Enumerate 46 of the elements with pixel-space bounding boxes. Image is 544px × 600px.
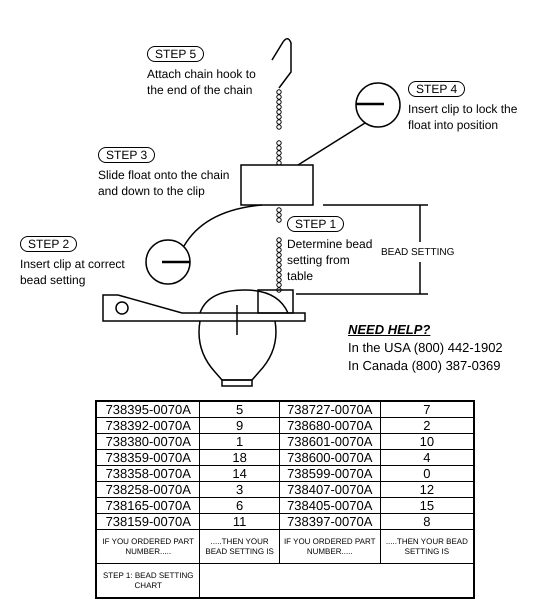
part-number: 738600-0070A bbox=[279, 450, 380, 466]
part-number: 738407-0070A bbox=[279, 482, 380, 498]
instruction-text: Attach chain hook to the end of the chain bbox=[147, 66, 257, 98]
part-number: 738392-0070A bbox=[96, 418, 200, 434]
step-heading: STEP 5 bbox=[147, 46, 204, 62]
step-heading: STEP 4 bbox=[408, 81, 466, 97]
bead-setting-value: 11 bbox=[200, 514, 280, 530]
instruction-text: Slide float onto the chain and down to the clip bbox=[98, 167, 230, 199]
bead-setting-value: 2 bbox=[380, 418, 474, 434]
bead-setting-value: 18 bbox=[200, 450, 280, 466]
bead-setting-value: 3 bbox=[200, 482, 280, 498]
part-number: 738358-0070A bbox=[96, 466, 200, 482]
instruction-text: Insert clip to lock the float into position bbox=[408, 101, 518, 133]
part-number: 738727-0070A bbox=[279, 401, 380, 418]
part-number: 738359-0070A bbox=[96, 450, 200, 466]
part-number: 738601-0070A bbox=[279, 434, 380, 450]
part-number: 738405-0070A bbox=[279, 498, 380, 514]
dimension-label: BEAD SETTING bbox=[381, 246, 454, 260]
part-number: 738159-0070A bbox=[96, 514, 200, 530]
bead-setting-value: 14 bbox=[200, 466, 280, 482]
bead-setting-value: 6 bbox=[200, 498, 280, 514]
bead-setting-value: 12 bbox=[380, 482, 474, 498]
column-header: IF YOU ORDERED PART NUMBER..... bbox=[279, 530, 380, 564]
column-header: IF YOU ORDERED PART NUMBER..... bbox=[96, 530, 200, 564]
part-number: 738165-0070A bbox=[96, 498, 200, 514]
phone-number: In the USA (800) 442-1902 bbox=[348, 340, 503, 356]
bead-setting-value: 1 bbox=[200, 434, 280, 450]
instruction-text: Insert clip at correct bead setting bbox=[20, 256, 126, 288]
column-header: .....THEN YOUR BEAD SETTING IS bbox=[200, 530, 280, 564]
part-number: 738395-0070A bbox=[96, 401, 200, 418]
phone-number: In Canada (800) 387-0369 bbox=[348, 358, 501, 374]
bead-setting-value: 0 bbox=[380, 466, 474, 482]
bead-setting-value: 5 bbox=[200, 401, 280, 418]
part-number: 738680-0070A bbox=[279, 418, 380, 434]
step-heading: STEP 2 bbox=[20, 236, 78, 252]
help-heading: NEED HELP? bbox=[348, 322, 430, 338]
part-number: 738397-0070A bbox=[279, 514, 380, 530]
part-number: 738258-0070A bbox=[96, 482, 200, 498]
bead-setting-value: 9 bbox=[200, 418, 280, 434]
bead-setting-value: 8 bbox=[380, 514, 474, 530]
step-heading: STEP 3 bbox=[98, 147, 156, 163]
instruction-text: Determine bead setting from table bbox=[287, 236, 374, 284]
step-heading: STEP 1 bbox=[287, 216, 344, 232]
part-number: 738599-0070A bbox=[279, 466, 380, 482]
bead-setting-value: 10 bbox=[380, 434, 474, 450]
part-number: 738380-0070A bbox=[96, 434, 200, 450]
